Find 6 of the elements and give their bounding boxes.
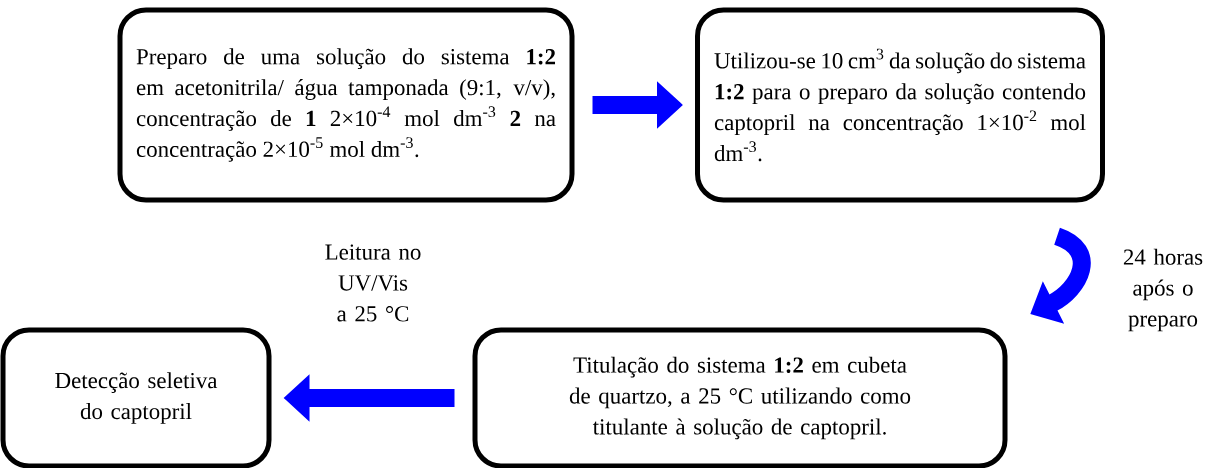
process-box: Titulação do sistema 1:2 em cubeta de quartzo, a 25 °C utilizando como titulante à solução de captopril.	[472, 327, 1008, 468]
process-box: Utilizou-se 10 cm$^{3}$ da solução do sistema 1:2 para o preparo da solução contendo captopril na concentração 1×10$^{-2}$ mol dm$^{-3}$.	[695, 7, 1105, 203]
edge-label: 24 horas após o preparo	[1123, 248, 1203, 332]
process-box: Preparo de uma solução do sistema 1:2 em acetonitrila/ água tamponada (9:1, v/v), concentração de 1 2×10$^{-4}$ mol dm$^{-3}$ 2 na concentração 2×10$^{-5}$ mol dm$^{-3}$.	[117, 7, 575, 203]
edge-label: Leitura no UV/Vis a 25 °C	[325, 244, 421, 322]
process-box: Detecção seletiva do captopril	[0, 327, 272, 468]
